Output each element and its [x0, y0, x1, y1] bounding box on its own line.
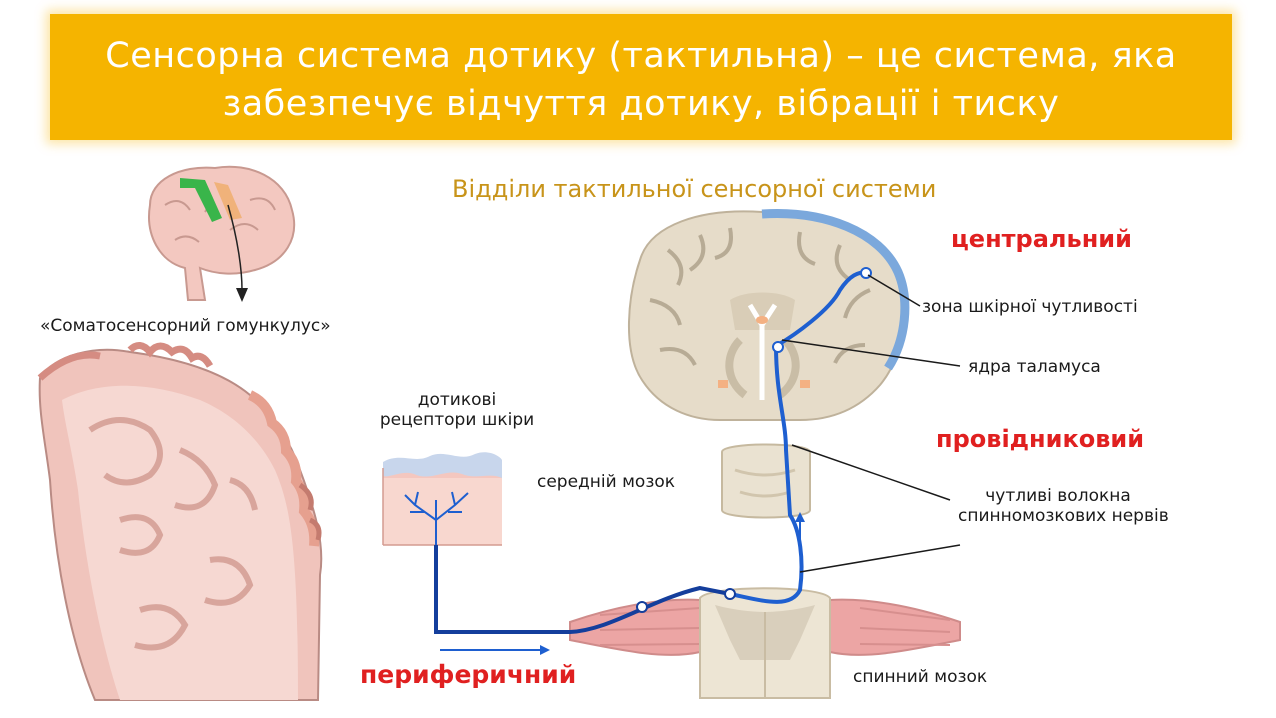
label-fibers: чутливі волокна спинномозкових нервів: [958, 486, 1169, 526]
label-skin-zone: зона шкірної чутливості: [922, 297, 1138, 317]
subtitle: Відділи тактильної сенсорної системи: [452, 175, 937, 203]
spinal-cord-illustration: [569, 587, 961, 699]
section-central: центральний: [951, 225, 1132, 253]
homunculus-illustration: [37, 342, 323, 701]
midbrain-illustration: [721, 443, 811, 519]
label-receptors-line-1: дотикові: [417, 390, 497, 410]
title-banner: Сенсорна система дотику (тактильна) – це…: [50, 14, 1232, 140]
label-midbrain: середній мозок: [537, 472, 676, 492]
title-line-2: забезпечує відчуття дотику, вібрації і т…: [222, 84, 1060, 124]
section-peripheral: периферичний: [360, 660, 577, 689]
label-spinal-cord: спинний мозок: [853, 667, 988, 687]
sensory-pathway: [434, 267, 872, 655]
coronal-brain-illustration: [628, 209, 910, 421]
homunculus-label: «Соматосенсорний гомункулус»: [40, 316, 331, 336]
title-line-1: Сенсорна система дотику (тактильна) – це…: [105, 36, 1177, 76]
small-brain-illustration: [148, 165, 296, 302]
skin-block-illustration: [382, 452, 502, 546]
label-receptors: дотикові рецептори шкіри: [362, 390, 552, 430]
label-fibers-line-2: спинномозкових нервів: [958, 506, 1169, 526]
section-conducting: провідниковий: [936, 425, 1145, 453]
label-fibers-line-1: чутливі волокна: [985, 486, 1131, 506]
leader-lines: [781, 274, 961, 573]
label-thalamus: ядра таламуса: [968, 357, 1101, 377]
label-receptors-line-2: рецептори шкіри: [379, 410, 535, 430]
